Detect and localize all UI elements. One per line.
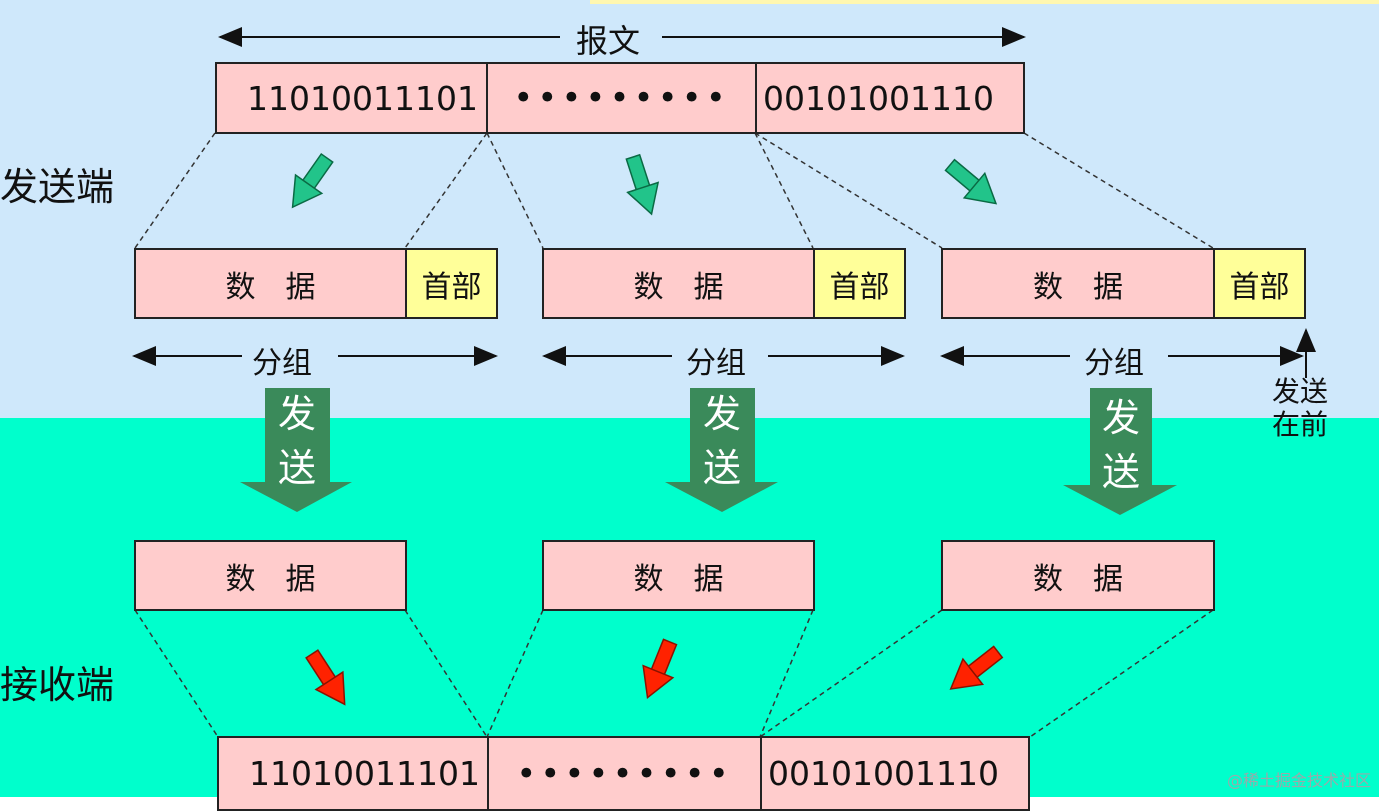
- packet-span-arrows: [132, 328, 1316, 378]
- watermark: @稀土掘金技术社区: [1226, 771, 1371, 790]
- send-3-char-1: 发: [1101, 396, 1140, 440]
- message-dots: •••••••••: [486, 62, 757, 134]
- receiver-label: 接收端: [0, 663, 115, 707]
- send-3-char-2: 送: [1101, 450, 1140, 494]
- packet-1-label: 分组: [252, 346, 312, 381]
- packet-1-data: 数 据: [134, 248, 407, 319]
- send-first-note-line1: 发送: [1272, 375, 1329, 408]
- packet-2-header: 首部: [813, 248, 906, 319]
- send-1-char-1: 发: [277, 392, 316, 436]
- reassembled-dots: •••••••••: [487, 736, 762, 811]
- top-strip: [590, 0, 1379, 4]
- received-packet-2: 数 据: [542, 540, 815, 611]
- message-bits-left: 11010011101: [215, 62, 488, 134]
- send-1-char-2: 送: [277, 446, 316, 490]
- sender-label: 发送端: [0, 165, 115, 209]
- send-arrows: [240, 388, 1177, 515]
- packet-1-header: 首部: [405, 248, 498, 319]
- message-label: 报文: [576, 22, 641, 60]
- send-2-char-1: 发: [702, 392, 741, 436]
- merge-arrows: [305, 638, 1004, 706]
- split-dashed-lines: [134, 132, 1214, 249]
- reassembled-bits-right: 00101001110: [760, 736, 1030, 811]
- packet-2-label: 分组: [686, 346, 746, 381]
- send-first-note-line2: 在前: [1272, 408, 1329, 441]
- packet-3-label: 分组: [1084, 346, 1144, 381]
- received-packet-1: 数 据: [134, 540, 407, 611]
- packet-3-data: 数 据: [941, 248, 1215, 319]
- split-arrows: [291, 152, 998, 216]
- message-bits-right: 00101001110: [755, 62, 1025, 134]
- packet-3-header: 首部: [1213, 248, 1306, 319]
- packet-2-data: 数 据: [542, 248, 815, 319]
- merge-dashed-lines: [134, 609, 1214, 738]
- received-packet-3: 数 据: [941, 540, 1215, 611]
- reassembled-bits-left: 11010011101: [217, 736, 489, 811]
- send-2-char-2: 送: [702, 446, 741, 490]
